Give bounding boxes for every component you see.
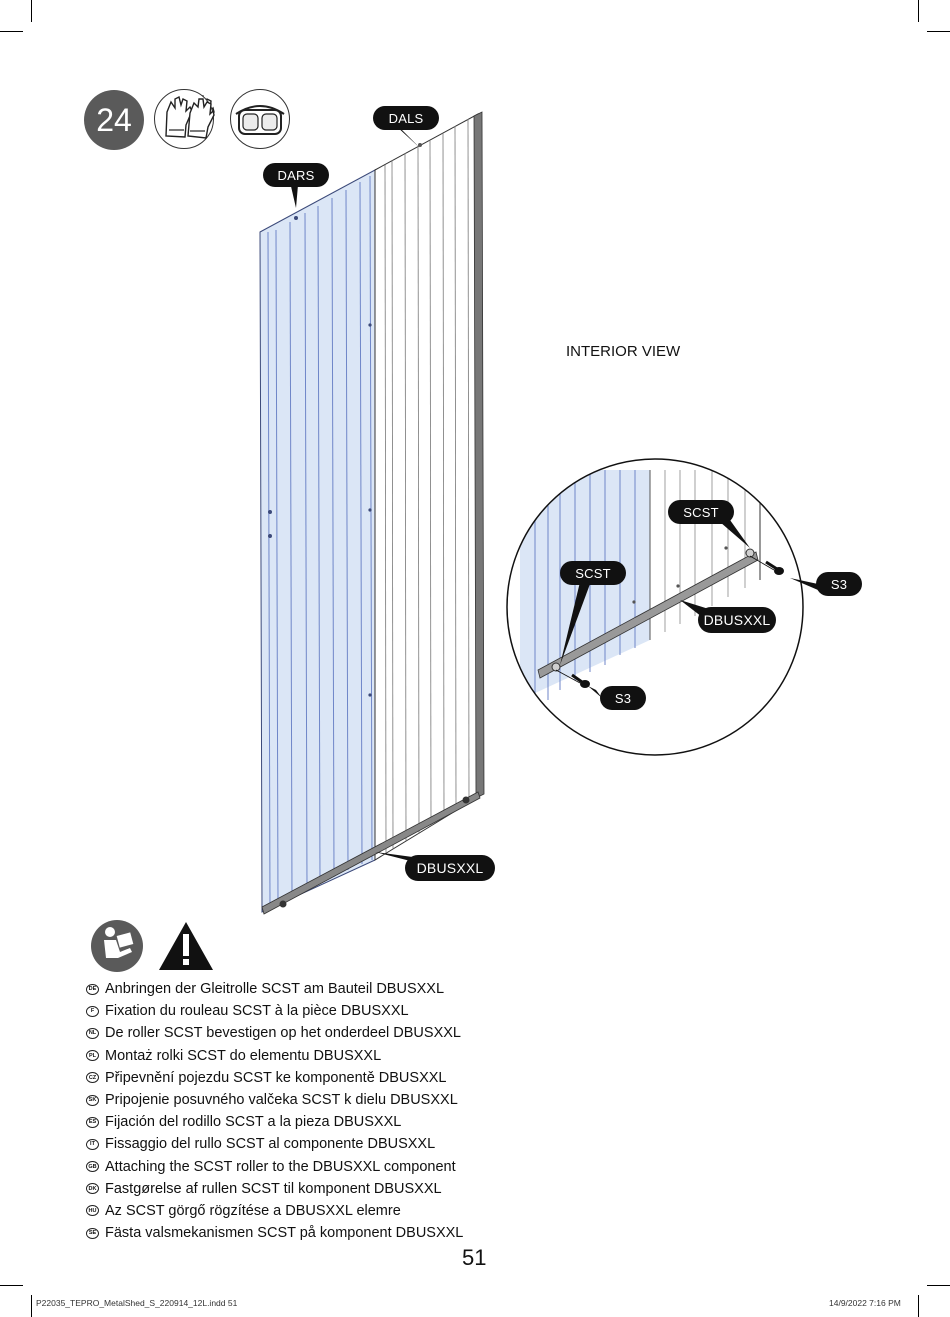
instruction-row: DE Anbringen der Gleitrolle SCST am Baute… (86, 978, 463, 1000)
callout-dals: DALS (373, 106, 439, 130)
instruction-text: Az SCST görgő rögzítése a DBUSXXL elemre (105, 1202, 401, 1219)
instruction-text: De roller SCST bevestigen op het onderde… (105, 1025, 461, 1042)
instruction-row: HU Az SCST görgő rögzítése a DBUSXXL elem… (86, 1200, 463, 1222)
instruction-list: DE Anbringen der Gleitrolle SCST am Baute… (86, 978, 463, 1244)
language-flag-icon: NL (86, 1027, 99, 1039)
crop-mark (918, 1295, 919, 1317)
language-flag-icon: DK (86, 1183, 99, 1195)
crop-mark (31, 0, 32, 22)
instruction-row: DK Fastgørelse af rullen SCST til kompone… (86, 1178, 463, 1200)
instruction-row: CZ Připevnění pojezdu SCST ke komponentě … (86, 1067, 463, 1089)
language-flag-icon: SE (86, 1227, 99, 1239)
callout-dbusxxl: DBUSXXL (405, 855, 495, 881)
language-flag-icon: DE (86, 983, 99, 995)
instruction-row: SK Pripojenie posuvného valčeka SCST k di… (86, 1089, 463, 1111)
instruction-text: Fissaggio del rullo SCST al componente D… (105, 1136, 436, 1153)
instruction-text: Fastgørelse af rullen SCST til komponent… (105, 1180, 442, 1197)
instruction-text: Attaching the SCST roller to the DBUSXXL… (105, 1158, 456, 1175)
language-flag-icon: GB (86, 1161, 99, 1173)
callout-dars: DARS (263, 163, 329, 187)
instruction-text: Anbringen der Gleitrolle SCST am Bauteil… (105, 981, 445, 998)
language-flag-icon: IT (86, 1138, 99, 1150)
crop-mark (0, 1285, 23, 1286)
callout-scst-lower: SCST (560, 561, 626, 585)
language-flag-icon: F (86, 1005, 99, 1017)
language-flag-icon: PL (86, 1050, 99, 1062)
instruction-text: Fästa valsmekanismen SCST på komponent D… (105, 1225, 464, 1242)
callout-dbusxxl-detail: DBUSXXL (698, 607, 776, 633)
goggles-icon-frame (230, 89, 290, 149)
language-flag-icon: CZ (86, 1072, 99, 1084)
interior-view-label: INTERIOR VIEW (566, 343, 681, 360)
crop-mark (927, 1285, 950, 1286)
language-flag-icon: SK (86, 1094, 99, 1106)
crop-mark (0, 31, 23, 32)
instruction-row: GB Attaching the SCST roller to the DBUSX… (86, 1156, 463, 1178)
instruction-text: Fixation du rouleau SCST à la pièce DBUS… (105, 1003, 409, 1020)
step-number-badge: 24 (84, 90, 144, 150)
footer-date: 14/9/2022 7:16 PM (829, 1298, 901, 1308)
screw-icon (571, 673, 590, 688)
callout-scst-upper: SCST (668, 500, 734, 524)
warning-icon (159, 922, 213, 970)
screw-icon (765, 560, 784, 575)
read-manual-icon (91, 920, 143, 972)
instruction-row: IT Fissaggio del rullo SCST al componente… (86, 1133, 463, 1155)
instruction-row: F Fixation du rouleau SCST à la pièce DBU… (86, 1000, 463, 1022)
gloves-icon-frame (154, 89, 214, 149)
callout-s3-right: S3 (816, 572, 862, 596)
instruction-row: SE Fästa valsmekanismen SCST på komponent… (86, 1222, 463, 1244)
crop-mark (927, 31, 950, 32)
instruction-text: Pripojenie posuvného valčeka SCST k diel… (105, 1092, 458, 1109)
footer-filename: P22035_TEPRO_MetalShed_S_220914_12L.indd… (36, 1298, 238, 1308)
crop-mark (31, 1295, 32, 1317)
instruction-text: Montaż rolki SCST do elementu DBUSXXL (105, 1047, 382, 1064)
instruction-text: Připevnění pojezdu SCST ke komponentě DB… (105, 1069, 447, 1086)
detail-view (506, 458, 818, 756)
rail-dbusxxl (261, 791, 481, 915)
instruction-row: ES Fijación del rodillo SCST a la pieza D… (86, 1111, 463, 1133)
language-flag-icon: HU (86, 1205, 99, 1217)
language-flag-icon: ES (86, 1116, 99, 1128)
instruction-text: Fijación del rodillo SCST a la pieza DBU… (105, 1114, 402, 1131)
instruction-row: NL De roller SCST bevestigen op het onder… (86, 1022, 463, 1044)
panel-dals (374, 111, 485, 861)
panel-dars (259, 169, 376, 913)
crop-mark (918, 0, 919, 22)
page-number: 51 (462, 1245, 487, 1270)
callout-s3-bottom: S3 (600, 686, 646, 710)
instruction-row: PL Montaż rolki SCST do elementu DBUSXXL (86, 1045, 463, 1067)
